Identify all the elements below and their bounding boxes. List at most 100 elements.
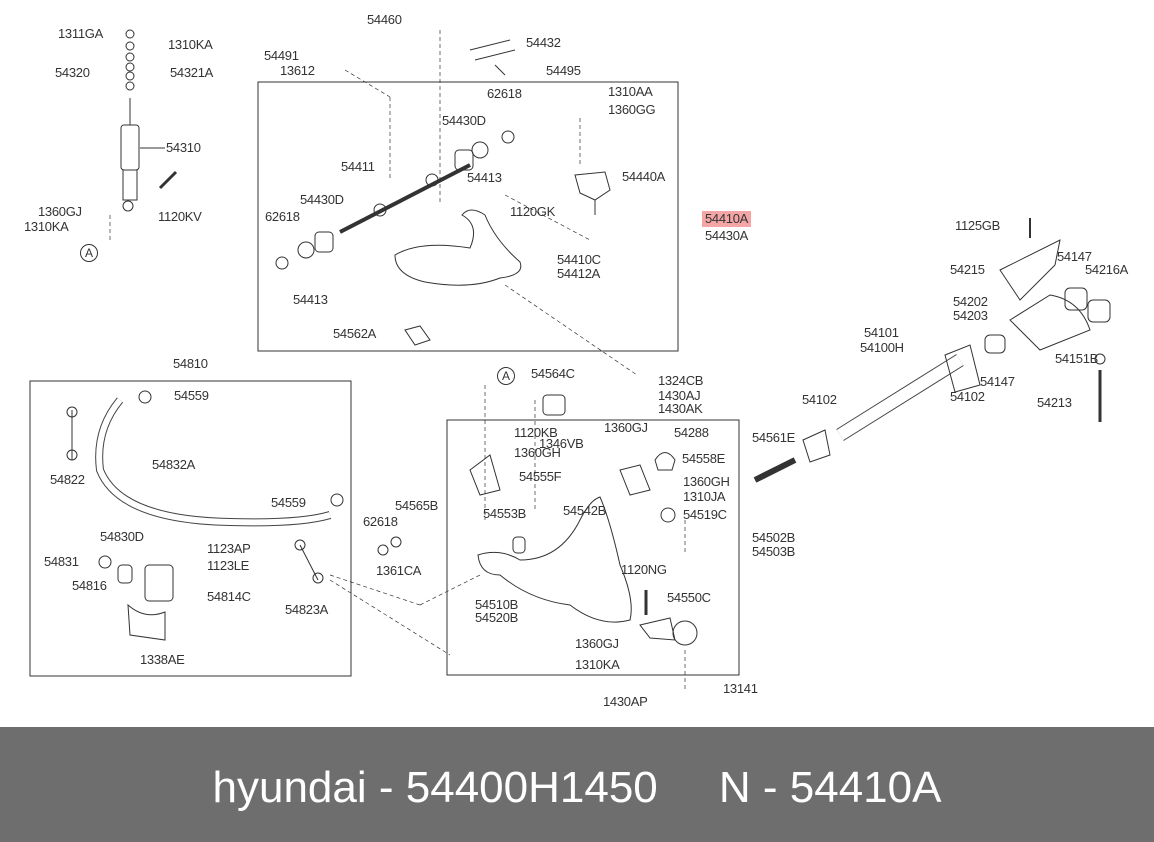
part-label[interactable]: 54491: [264, 48, 299, 63]
part-label[interactable]: 54203: [953, 308, 988, 323]
part-label[interactable]: 54561E: [752, 430, 796, 445]
part-label[interactable]: 54412A: [557, 266, 601, 281]
upper-arm-shaft-icon: [275, 130, 515, 270]
part-label[interactable]: 1360GJ: [575, 636, 619, 651]
part-label[interactable]: 1123AP: [207, 541, 251, 556]
part-label[interactable]: 54564C: [531, 366, 575, 381]
reference-callout: A: [80, 244, 98, 262]
part-label[interactable]: 54822: [50, 472, 85, 487]
part-label[interactable]: 13612: [280, 63, 315, 78]
part-label[interactable]: 1310JA: [683, 489, 726, 504]
part-label[interactable]: 54413: [293, 292, 328, 307]
reference-callout: A: [497, 367, 515, 385]
part-label[interactable]: 54553B: [483, 506, 527, 521]
part-label[interactable]: 54411: [341, 159, 375, 174]
parts-diagram: 1311GA 1310KA 54320 54321A 54310 1120KV …: [24, 12, 1129, 709]
part-label[interactable]: 54413: [467, 170, 502, 185]
part-label[interactable]: 54830D: [100, 529, 144, 544]
part-label[interactable]: 1361CA: [376, 563, 422, 578]
part-label[interactable]: 1360GH: [514, 445, 561, 460]
part-label[interactable]: 54430D: [442, 113, 486, 128]
part-label[interactable]: 62618: [363, 514, 398, 529]
part-label[interactable]: 1360GJ: [38, 204, 82, 219]
stabilizer-group-box: [29, 380, 352, 677]
part-label[interactable]: 54823A: [285, 602, 329, 617]
part-label[interactable]: 54101: [864, 325, 899, 340]
part-label[interactable]: 62618: [487, 86, 522, 101]
part-number-caption: hyundai - 54400H1450 N - 54410A: [212, 763, 942, 812]
stabilizer-link-icon: [66, 390, 402, 641]
part-label[interactable]: 54430A: [705, 228, 749, 243]
part-label[interactable]: 54810: [173, 356, 208, 371]
part-label[interactable]: 1430AJ: [658, 388, 701, 403]
part-label[interactable]: 1324CB: [658, 373, 704, 388]
part-label[interactable]: 54565B: [395, 498, 439, 513]
part-label[interactable]: 1346VB: [539, 436, 584, 451]
part-label[interactable]: 54430D: [300, 192, 344, 207]
part-label[interactable]: 54288: [674, 425, 709, 440]
part-label[interactable]: 54831: [44, 554, 79, 569]
part-label[interactable]: 54147: [1057, 249, 1092, 264]
part-label[interactable]: 1120KV: [158, 209, 202, 224]
part-label[interactable]: 54216A: [1085, 262, 1129, 277]
part-label[interactable]: 54213: [1037, 395, 1072, 410]
bolt-icon: [158, 170, 178, 190]
part-label[interactable]: 1125GB: [955, 218, 1000, 233]
part-label[interactable]: 54321A: [170, 65, 214, 80]
part-label[interactable]: 54460: [367, 12, 402, 27]
part-label[interactable]: 1360GH: [683, 474, 730, 489]
part-label[interactable]: 1430AP: [603, 694, 648, 709]
part-label[interactable]: 54310: [166, 140, 201, 155]
part-label[interactable]: 62618: [265, 209, 300, 224]
part-label[interactable]: 54832A: [152, 457, 196, 472]
guide-lines: [109, 30, 686, 690]
part-label[interactable]: 54559: [271, 495, 306, 510]
part-label[interactable]: 1311GA: [58, 26, 103, 41]
diagram-drawing: [29, 29, 1111, 690]
part-label[interactable]: 54102: [950, 389, 985, 404]
part-label[interactable]: 54495: [546, 63, 581, 78]
part-label[interactable]: 1310KA: [575, 657, 620, 672]
part-label[interactable]: 1310KA: [24, 219, 69, 234]
part-label[interactable]: 54558E: [682, 451, 726, 466]
part-label[interactable]: 54147: [980, 374, 1015, 389]
part-label[interactable]: 54510B: [475, 597, 519, 612]
part-label[interactable]: 54502B: [752, 530, 796, 545]
lower-arm-group-box: [446, 419, 740, 676]
part-label[interactable]: 54100H: [860, 340, 904, 355]
part-label[interactable]: 1360GG: [608, 102, 656, 117]
part-label[interactable]: 54320: [55, 65, 90, 80]
part-label[interactable]: 54520B: [475, 610, 519, 625]
part-label[interactable]: 54102: [802, 392, 837, 407]
lower-control-arm-icon: [469, 394, 698, 646]
part-label[interactable]: 54559: [174, 388, 209, 403]
drive-shaft-icon: [753, 218, 1111, 483]
part-label[interactable]: 13141: [723, 681, 758, 696]
part-label[interactable]: 54151B: [1055, 351, 1099, 366]
bracket-icon: [404, 325, 431, 346]
part-label[interactable]: 1310KA: [168, 37, 213, 52]
part-label[interactable]: 1310AA: [608, 84, 653, 99]
part-label[interactable]: 54432: [526, 35, 561, 50]
part-label[interactable]: 54440A: [622, 169, 666, 184]
part-label[interactable]: 1360GJ: [604, 420, 648, 435]
part-label[interactable]: 1338AE: [140, 652, 185, 667]
part-label[interactable]: 1120GK: [510, 204, 555, 219]
highlighted-part-label[interactable]: 54410A: [702, 211, 752, 227]
part-label[interactable]: 54814C: [207, 589, 251, 604]
part-label[interactable]: 54542B: [563, 503, 607, 518]
part-label[interactable]: 54555F: [519, 469, 562, 484]
part-label[interactable]: 54503B: [752, 544, 796, 559]
part-label[interactable]: 54410C: [557, 252, 601, 267]
part-label[interactable]: 54202: [953, 294, 988, 309]
part-label[interactable]: 54562A: [333, 326, 377, 341]
part-label[interactable]: 54215: [950, 262, 985, 277]
part-label[interactable]: 54519C: [683, 507, 727, 522]
part-label[interactable]: 54816: [72, 578, 107, 593]
part-label[interactable]: 1120KB: [514, 425, 558, 440]
part-label[interactable]: 1120NG: [621, 562, 667, 577]
upper-arm-group-box: [257, 81, 679, 352]
part-label[interactable]: 54550C: [667, 590, 711, 605]
part-label[interactable]: 1430AK: [658, 401, 703, 416]
part-label[interactable]: 1123LE: [207, 558, 250, 573]
